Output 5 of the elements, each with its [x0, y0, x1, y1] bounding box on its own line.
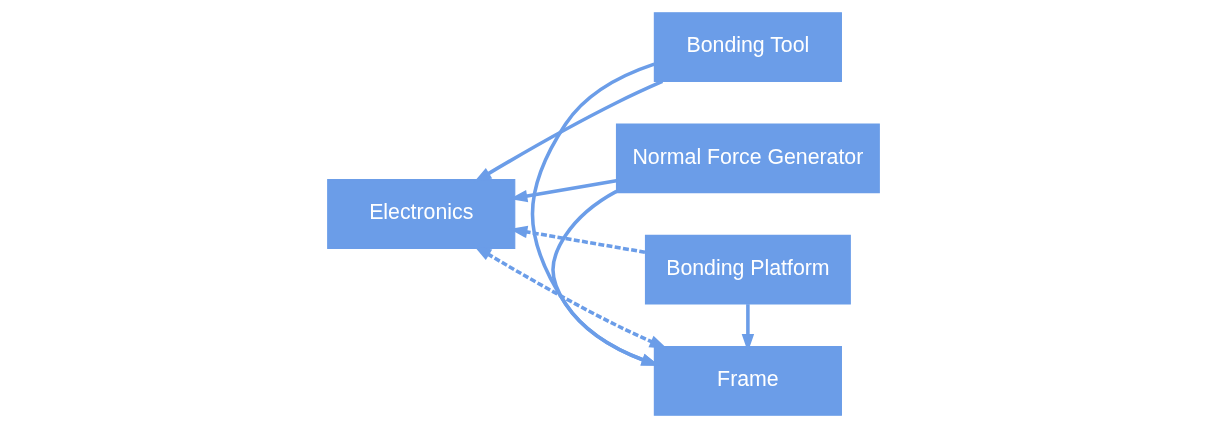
- node-box: Bonding Tool: [653, 12, 842, 83]
- node-box: Frame: [653, 345, 842, 416]
- node-box: Electronics: [327, 179, 516, 249]
- node-box: Normal Force Generator: [615, 123, 880, 194]
- node-box: Bonding Platform: [644, 234, 851, 305]
